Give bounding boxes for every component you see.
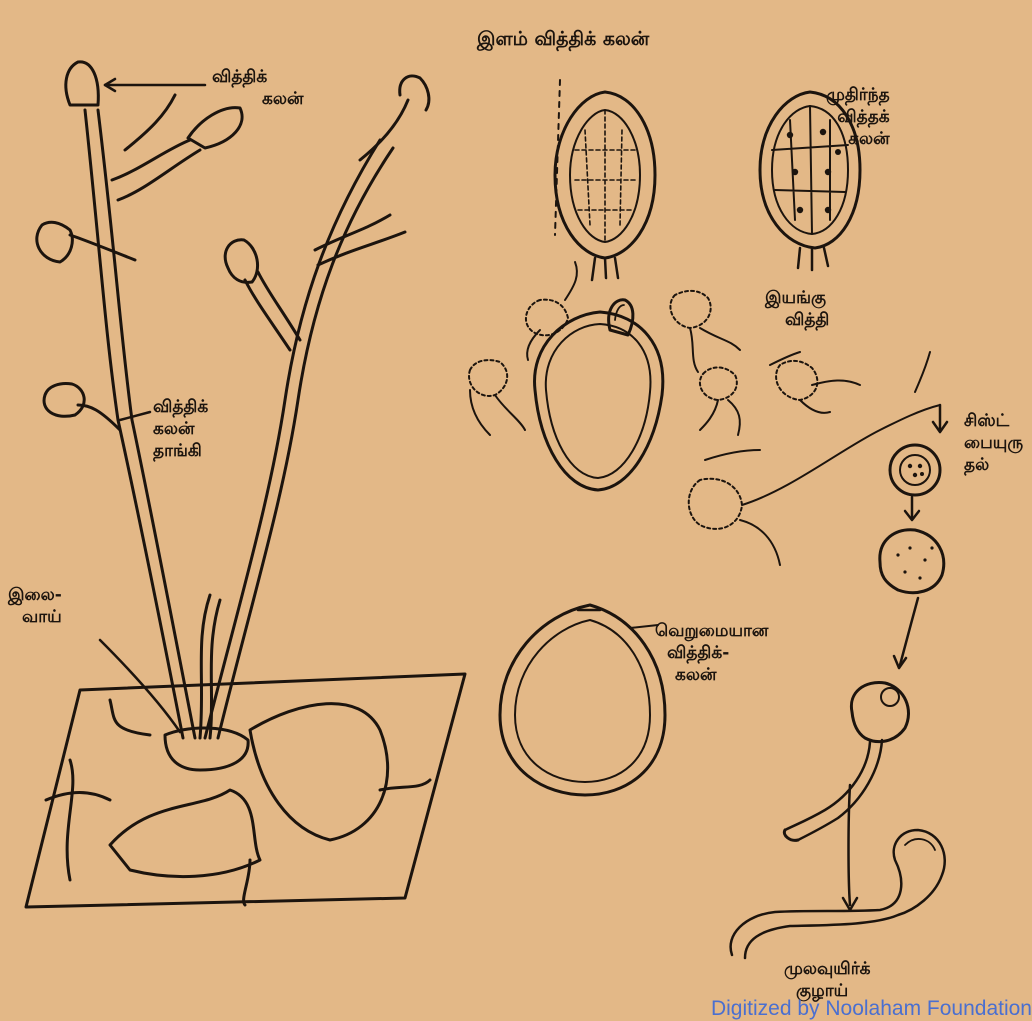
- label-stoma: இலை- வாய்: [8, 584, 62, 628]
- label-zoospore: இயங்கு வித்தி: [765, 287, 829, 331]
- label-sporangium: வித்திக் கலன்: [212, 66, 303, 110]
- leaf-surface: [26, 674, 465, 907]
- releasing-sporangium: [535, 300, 663, 490]
- ink-marks: [770, 352, 930, 392]
- label-young-sporangium: இளம் வித்திக் கலன்: [477, 28, 649, 50]
- empty-sporangium: [500, 605, 665, 795]
- young-sporangium: [555, 80, 655, 280]
- sporangiophore: [37, 62, 429, 738]
- label-germ-tube: முலவுயிர்க் குழாய்: [784, 958, 870, 1002]
- watermark: Digitized by Noolaham Foundation: [711, 997, 1032, 1021]
- label-mature-sporangium: முதிர்ந்த வித்தக் கலன்: [826, 84, 890, 150]
- label-empty-sporangium: வெறுமையான வித்திக்- கலன்: [655, 620, 768, 686]
- label-sporangiophore: வித்திக் கலன் தாங்கி: [153, 396, 208, 462]
- sporangium-tip: [66, 62, 98, 105]
- label-encysting: சிஸ்ட் பையுரு தல்: [964, 410, 1023, 476]
